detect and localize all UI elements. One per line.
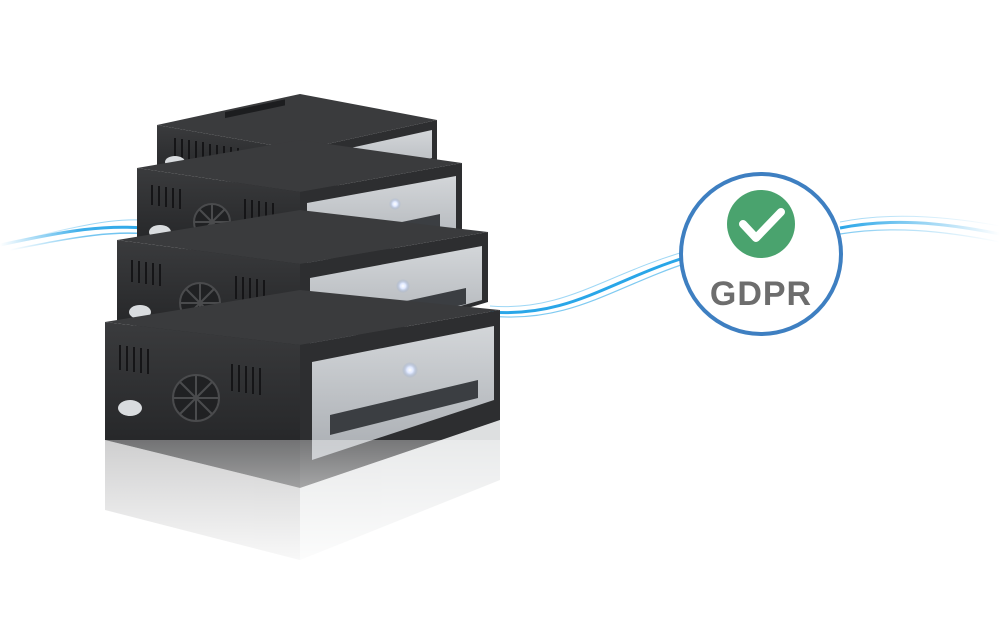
power-led-icon	[389, 198, 401, 210]
power-led-icon	[402, 362, 418, 378]
gdpr-badge: GDPR	[679, 172, 843, 336]
power-led-icon	[396, 279, 410, 293]
server-stack	[100, 94, 510, 580]
gdpr-label: GDPR	[710, 275, 812, 313]
check-icon	[727, 190, 795, 258]
reflection-fade	[100, 440, 510, 580]
checkmark-icon	[739, 208, 785, 242]
